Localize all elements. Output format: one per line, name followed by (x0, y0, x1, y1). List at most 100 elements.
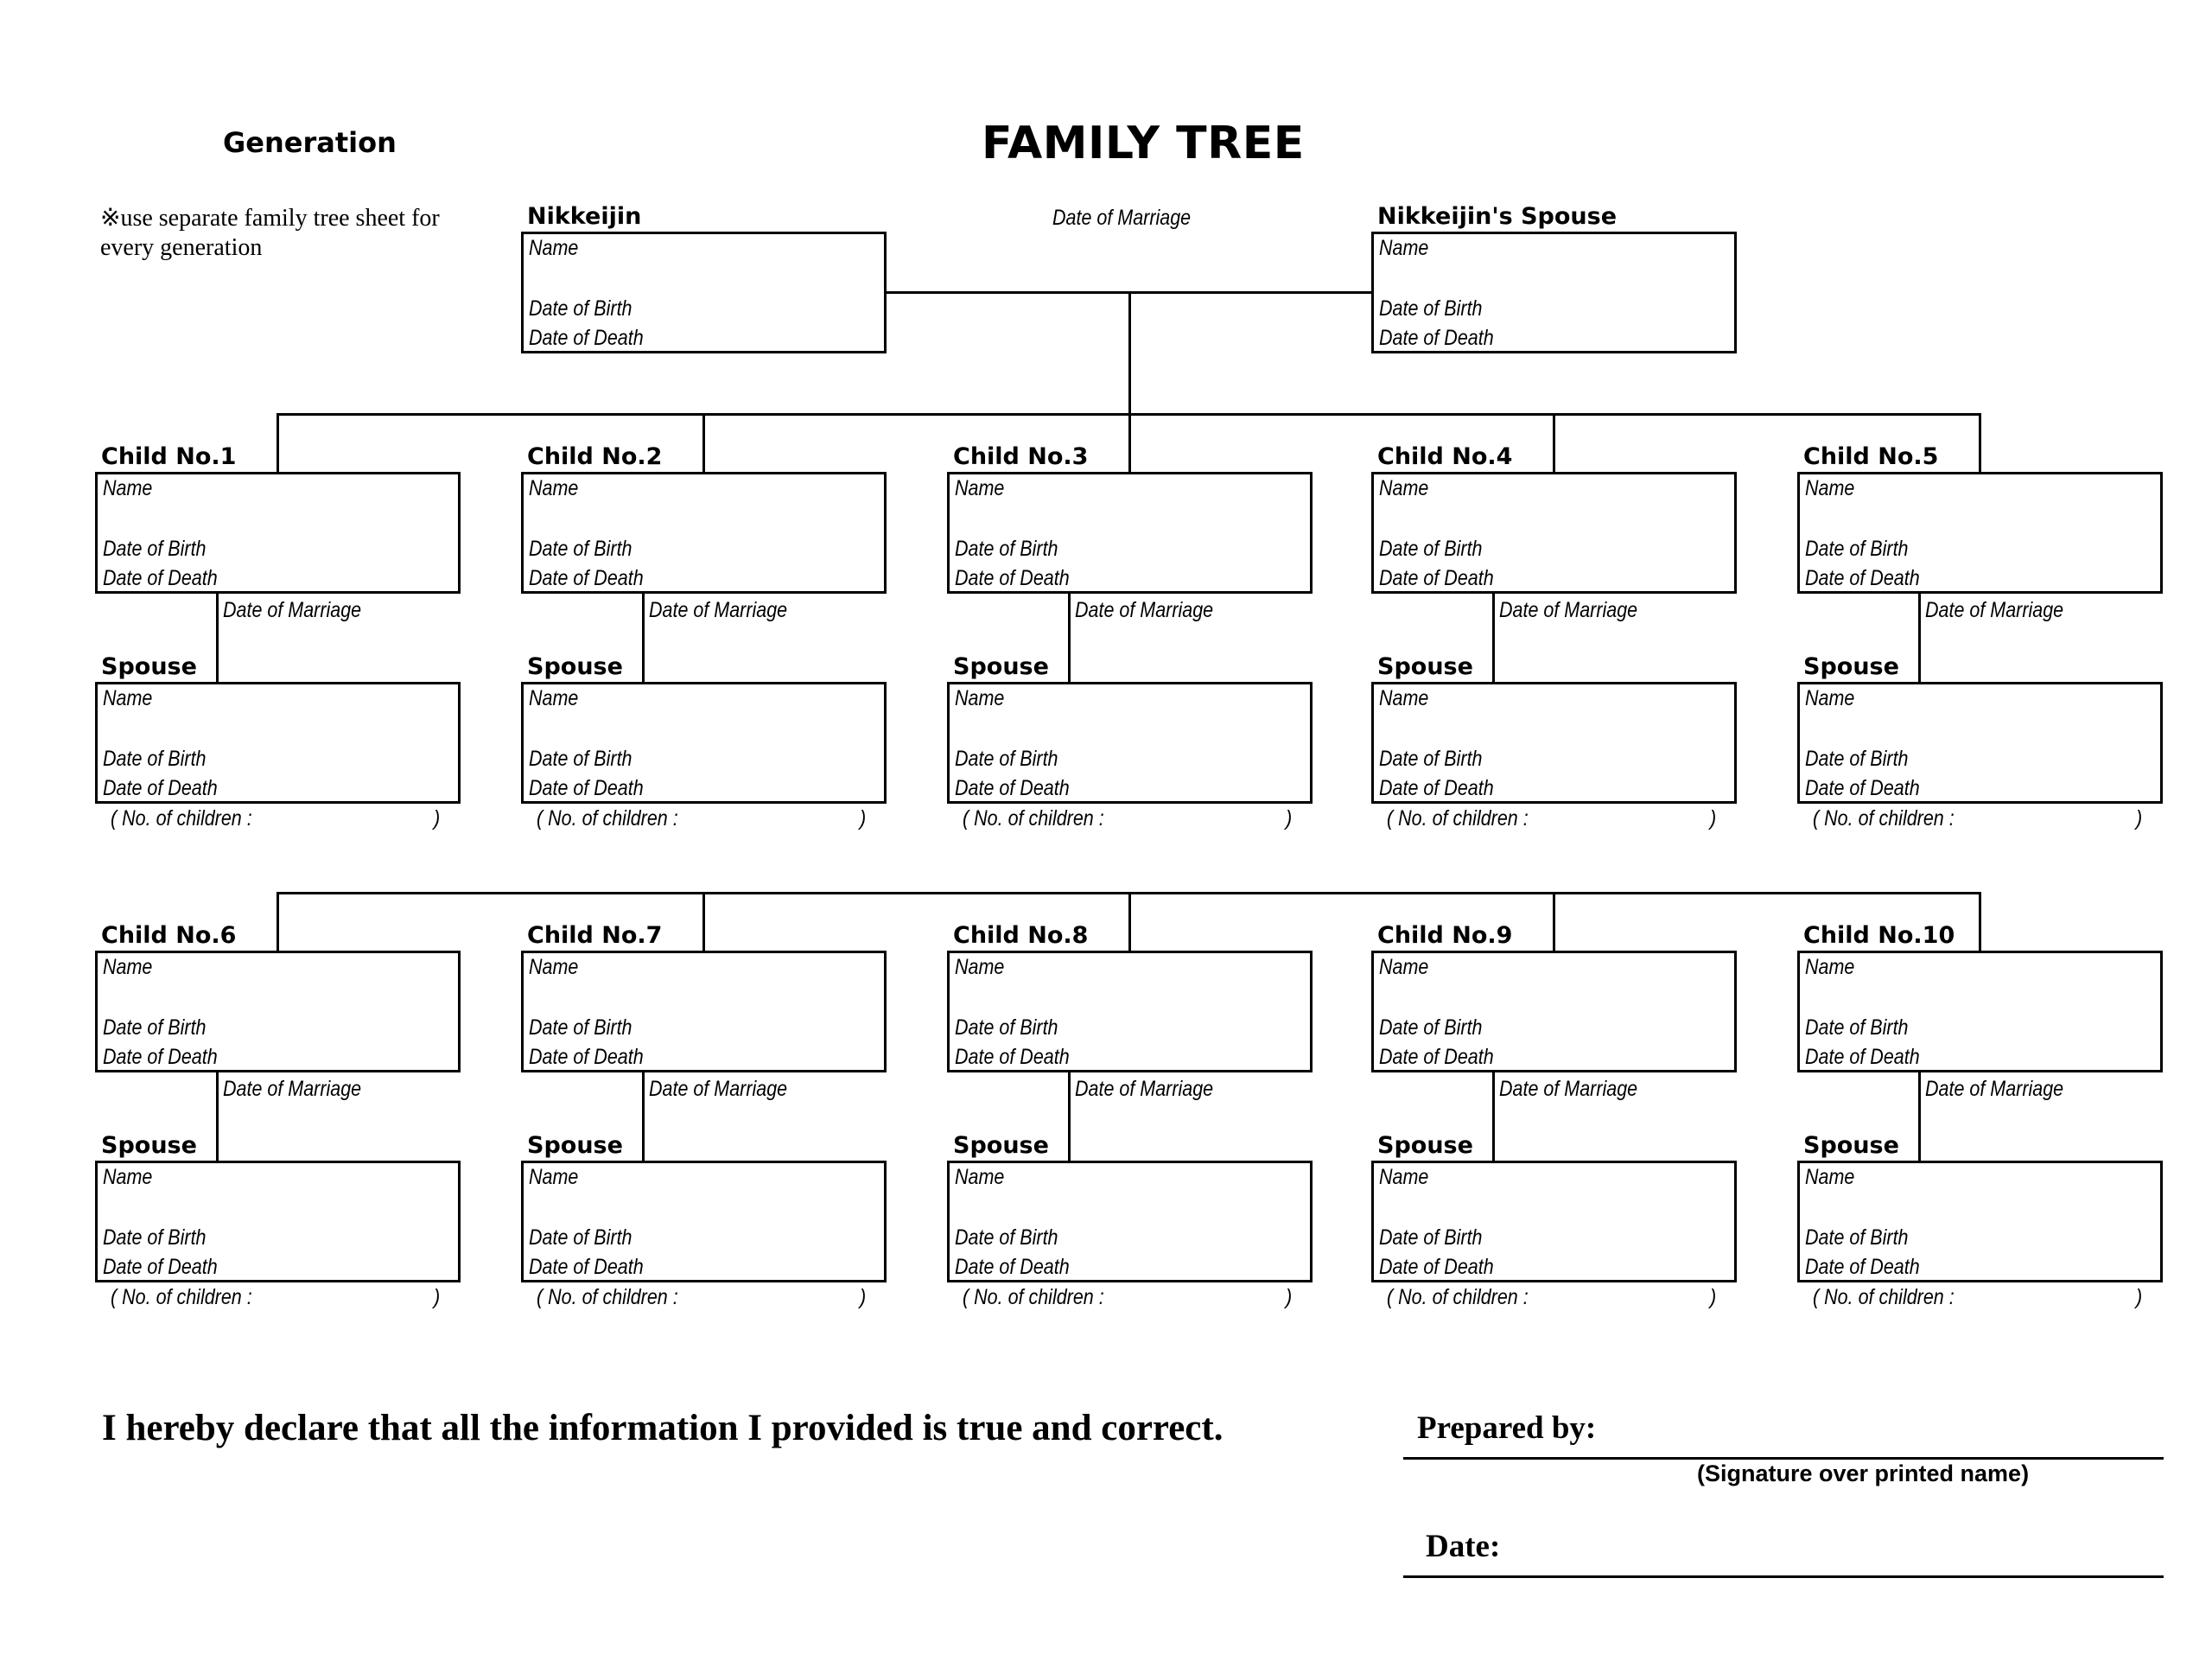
child-drop-connector (1979, 413, 1981, 472)
child-drop-connector (1979, 892, 1981, 951)
birth-field-label: Date of Birth (1379, 1015, 1483, 1040)
marriage-date-label: Date of Marriage (223, 598, 362, 622)
date-line[interactable] (1403, 1575, 2164, 1578)
generation-label: Generation (223, 126, 397, 159)
name-field-label: Name (529, 686, 579, 710)
nikkeijin-spouse-label: Nikkeijin's Spouse (1377, 203, 1618, 230)
marriage-date-label: Date of Marriage (1075, 598, 1214, 622)
children-count-label: ( No. of children : (537, 1285, 678, 1309)
children-count-close: ) (1286, 806, 1293, 830)
nikkeijin-box[interactable]: Name Date of Birth Date of Death (521, 232, 887, 353)
signature-line[interactable] (1403, 1457, 2164, 1460)
child-drop-connector (1553, 892, 1555, 951)
death-field-label: Date of Death (529, 1045, 644, 1069)
marriage-connector (1918, 594, 1921, 682)
death-field-label: Date of Death (1805, 1045, 1920, 1069)
top-marriage-label: Date of Marriage (1052, 206, 1192, 230)
death-field-label: Date of Death (529, 566, 644, 590)
name-field-label: Name (529, 1165, 579, 1189)
children-count-close: ) (434, 806, 441, 830)
marriage-date-label: Date of Marriage (223, 1077, 362, 1101)
child-drop-connector (702, 892, 705, 951)
death-field-label: Date of Death (529, 1255, 644, 1279)
death-field-label: Date of Death (1805, 566, 1920, 590)
children-count-close: ) (1286, 1285, 1293, 1309)
marriage-connector (1492, 1072, 1495, 1161)
death-field-label: Date of Death (1379, 566, 1494, 590)
nikkeijin-label: Nikkeijin (527, 203, 642, 230)
name-field-label: Name (529, 955, 579, 979)
name-field-label: Name (103, 686, 153, 710)
name-field-label: Name (1805, 955, 1855, 979)
child-drop-connector (1553, 413, 1555, 472)
marriage-connector (642, 594, 645, 682)
child-label: Child No.8 (953, 922, 1089, 949)
death-field-label: Date of Death (1379, 776, 1494, 800)
spouse-label: Spouse (953, 653, 1049, 680)
name-field-label: Name (1805, 1165, 1855, 1189)
birth-field-label: Date of Birth (1379, 296, 1483, 321)
name-field-label: Name (1379, 955, 1429, 979)
instruction-note: ※use separate family tree sheet for ever… (100, 205, 440, 261)
birth-field-label: Date of Birth (955, 1015, 1058, 1040)
birth-field-label: Date of Birth (103, 1015, 207, 1040)
child-label: Child No.5 (1803, 443, 1939, 470)
death-field-label: Date of Death (1379, 326, 1494, 350)
marriage-date-label: Date of Marriage (1499, 598, 1638, 622)
nikkeijin-spouse-box[interactable]: Name Date of Birth Date of Death (1371, 232, 1737, 353)
spouse-label: Spouse (1377, 653, 1473, 680)
name-field-label: Name (955, 476, 1005, 500)
children-count-label: ( No. of children : (1813, 806, 1955, 830)
death-field-label: Date of Death (1379, 1045, 1494, 1069)
marriage-date-label: Date of Marriage (1925, 598, 2064, 622)
child-label: Child No.9 (1377, 922, 1513, 949)
birth-field-label: Date of Birth (1805, 1225, 1909, 1250)
spouse-label: Spouse (527, 653, 623, 680)
birth-field-label: Date of Birth (103, 537, 207, 561)
marriage-connector (1492, 594, 1495, 682)
death-field-label: Date of Death (103, 776, 218, 800)
death-field-label: Date of Death (529, 776, 644, 800)
name-field-label: Name (529, 236, 579, 260)
birth-field-label: Date of Birth (103, 747, 207, 771)
children-count-close: ) (1710, 806, 1717, 830)
marriage-connector (642, 1072, 645, 1161)
name-field-label: Name (1379, 686, 1429, 710)
date-label: Date: (1426, 1529, 1501, 1564)
child-drop-connector (1128, 892, 1131, 951)
death-field-label: Date of Death (103, 1255, 218, 1279)
death-field-label: Date of Death (1805, 776, 1920, 800)
death-field-label: Date of Death (529, 326, 644, 350)
marriage-connector (1068, 594, 1071, 682)
name-field-label: Name (1805, 686, 1855, 710)
birth-field-label: Date of Birth (1805, 747, 1909, 771)
descent-connector (1128, 291, 1131, 413)
marriage-date-label: Date of Marriage (1925, 1077, 2064, 1101)
spouse-label: Spouse (1377, 1132, 1473, 1159)
birth-field-label: Date of Birth (1379, 747, 1483, 771)
children-count-label: ( No. of children : (537, 806, 678, 830)
children-count-close: ) (2136, 806, 2143, 830)
children-count-close: ) (1710, 1285, 1717, 1309)
death-field-label: Date of Death (955, 566, 1070, 590)
